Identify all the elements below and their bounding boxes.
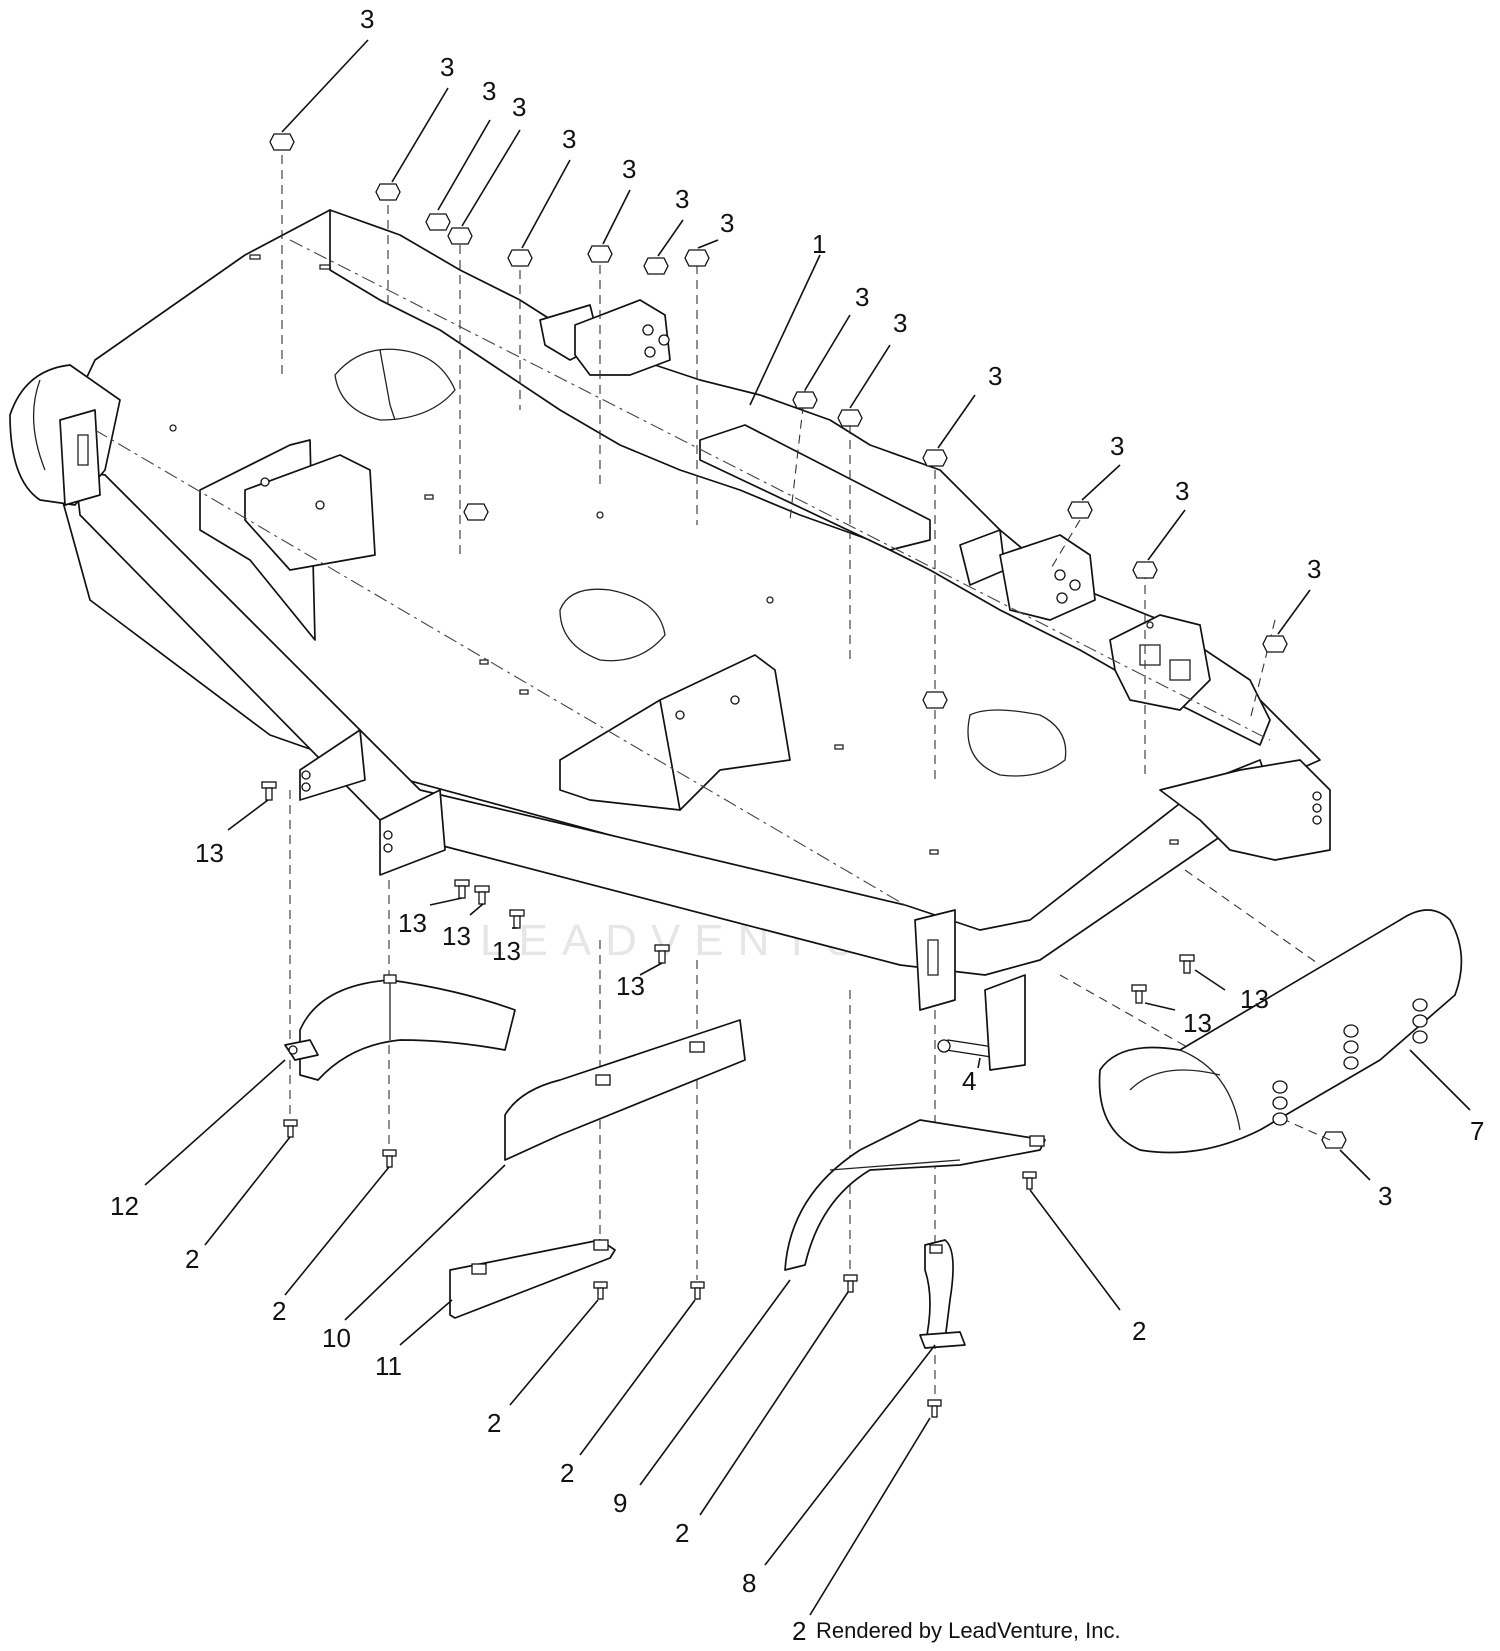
leader-lines [144, 39, 1471, 1616]
baffle-part-9 [784, 1119, 1046, 1271]
screw-icon [382, 1149, 397, 1168]
callout-13: 13 [1240, 984, 1269, 1014]
callout-2: 2 [272, 1296, 286, 1326]
nut-icon [463, 503, 489, 521]
callout-3: 3 [988, 361, 1002, 391]
nut-icon [425, 213, 451, 231]
callout-3: 3 [440, 52, 454, 82]
nuts-part-3 [269, 133, 1347, 1149]
callout-13: 13 [398, 908, 427, 938]
nut-icon [1262, 635, 1288, 653]
callout-2: 2 [487, 1408, 501, 1438]
nut-icon [1321, 1131, 1347, 1149]
callout-3: 3 [1175, 476, 1189, 506]
baffle-part-12 [284, 974, 516, 1081]
callout-13: 13 [442, 921, 471, 951]
callout-2: 2 [1132, 1316, 1146, 1346]
nut-icon [507, 249, 533, 267]
callout-3: 3 [1110, 431, 1124, 461]
baffle-part-11 [449, 1239, 616, 1319]
bolt-icon [261, 781, 277, 801]
callout-3: 3 [562, 124, 576, 154]
callout-3: 3 [482, 76, 496, 106]
nut-icon [837, 409, 863, 427]
callout-2: 2 [185, 1244, 199, 1274]
callout-3: 3 [675, 184, 689, 214]
deck-holes [169, 254, 1179, 855]
bolt-icon [474, 885, 490, 905]
callout-3: 3 [622, 154, 636, 184]
screw-icon [843, 1274, 858, 1293]
screws-part-2 [283, 1119, 1037, 1418]
callout-3: 3 [893, 308, 907, 338]
baffle-part-10 [504, 1019, 746, 1161]
callout-10: 10 [322, 1323, 351, 1353]
callout-3: 3 [1378, 1181, 1392, 1211]
callout-13: 13 [492, 936, 521, 966]
bolt-icon [1131, 984, 1147, 1004]
callout-13: 13 [1183, 1008, 1212, 1038]
nut-icon [1067, 501, 1093, 519]
callout-9: 9 [613, 1488, 627, 1518]
callout-11: 11 [375, 1351, 402, 1381]
screw-icon [927, 1399, 942, 1418]
credit-text: Rendered by LeadVenture, Inc. [816, 1618, 1121, 1643]
nut-axis-lines [281, 140, 1276, 780]
callout-13: 13 [616, 971, 645, 1001]
callout-12: 12 [110, 1191, 139, 1221]
bolt-icon [454, 879, 470, 899]
screw-icon [690, 1281, 705, 1300]
callout-3: 3 [512, 92, 526, 122]
mower-deck-part-1 [9, 209, 1331, 1011]
nut-icon [792, 391, 818, 409]
chute-part-7 [1098, 909, 1463, 1154]
screw-icon [1022, 1171, 1037, 1190]
bracket-part-8 [919, 1239, 966, 1349]
callout-4: 4 [962, 1066, 976, 1096]
screw-icon [593, 1281, 608, 1300]
callout-3: 3 [360, 4, 374, 34]
callout-7: 7 [1470, 1116, 1484, 1146]
nut-icon [1132, 561, 1158, 579]
callout-2: 2 [560, 1458, 574, 1488]
callout-labels: 3 3 3 3 3 3 3 3 1 3 3 3 3 3 3 13 13 13 1… [110, 4, 1484, 1646]
callout-1: 1 [812, 229, 826, 259]
callout-3: 3 [1307, 554, 1321, 584]
callout-2: 2 [792, 1616, 806, 1646]
pin-part-4 [937, 974, 1026, 1071]
nut-icon [684, 249, 710, 267]
screw-icon [283, 1119, 298, 1138]
nut-icon [375, 183, 401, 201]
nut-icon [922, 691, 948, 709]
callout-3: 3 [720, 208, 734, 238]
callout-2: 2 [675, 1518, 689, 1548]
nut-icon [587, 245, 613, 263]
bolt-icon [1179, 954, 1195, 974]
callout-3: 3 [855, 282, 869, 312]
nut-icon [922, 449, 948, 467]
nut-icon [447, 227, 473, 245]
nut-icon [269, 133, 295, 151]
nut-icon [643, 257, 669, 275]
callout-13: 13 [195, 838, 224, 868]
callout-8: 8 [742, 1568, 756, 1598]
bolts-part-13 [261, 781, 1195, 1004]
